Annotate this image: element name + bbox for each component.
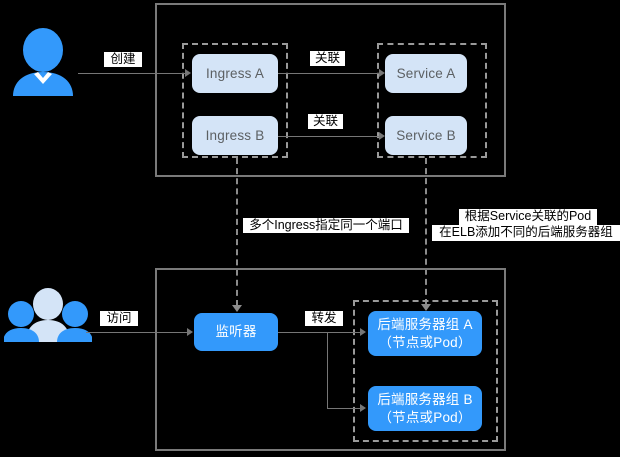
node-ingress-a[interactable]: Ingress A xyxy=(192,54,278,93)
backend-server-group-dashed-group xyxy=(353,300,498,442)
node-ingress-a-label: Ingress A xyxy=(205,65,265,81)
edge-forward-line-b xyxy=(327,408,362,409)
edge-label-elb-note-line2: 在ELB添加不同的后端服务器组 xyxy=(432,225,620,241)
user-group-icon xyxy=(4,288,92,342)
service-dashed-group xyxy=(377,43,487,158)
node-ingress-b-label: Ingress B xyxy=(205,127,265,143)
node-service-b[interactable]: Service B xyxy=(385,116,467,155)
single-user-icon xyxy=(13,28,73,96)
edge-label-same-port: 多个Ingress指定同一个端口 xyxy=(243,218,409,234)
edge-create-arrow xyxy=(185,69,191,77)
edge-service-to-backend-line xyxy=(425,158,427,305)
node-backend-group-b-line2: （节点或Pod） xyxy=(378,409,472,425)
kubernetes-cluster-container xyxy=(155,3,506,177)
edge-access-line xyxy=(86,332,188,333)
edge-label-access: 访问 xyxy=(100,311,138,327)
edge-access-arrow xyxy=(187,328,193,336)
edge-forward-arrow-b xyxy=(360,404,366,412)
edge-associate-a-arrow xyxy=(379,69,385,77)
node-listener[interactable]: 监听器 xyxy=(194,313,278,351)
edge-ingress-to-listener-arrow xyxy=(232,305,242,312)
elb-container xyxy=(155,268,506,451)
node-backend-group-b[interactable]: 后端服务器组 B （节点或Pod） xyxy=(368,386,482,431)
node-service-b-label: Service B xyxy=(396,127,456,143)
edge-associate-b-line xyxy=(278,136,380,137)
edge-ingress-to-listener-line xyxy=(236,158,238,306)
edge-label-create: 创建 xyxy=(104,52,142,68)
node-backend-group-a[interactable]: 后端服务器组 A （节点或Pod） xyxy=(368,311,482,356)
edge-associate-b-arrow xyxy=(379,132,385,140)
node-backend-group-a-line2: （节点或Pod） xyxy=(378,334,472,350)
edge-associate-a-line xyxy=(278,73,380,74)
node-backend-group-a-line1: 后端服务器组 A xyxy=(377,317,473,333)
node-backend-group-b-line1: 后端服务器组 B xyxy=(377,392,473,408)
node-service-a-label: Service A xyxy=(396,65,456,81)
edge-label-elb-note-line1: 根据Service关联的Pod xyxy=(459,209,597,225)
edge-forward-branch-vertical xyxy=(327,332,328,409)
node-service-a[interactable]: Service A xyxy=(385,54,467,93)
edge-label-associate-b: 关联 xyxy=(308,114,343,130)
node-listener-label: 监听器 xyxy=(215,324,257,340)
edge-forward-line-a xyxy=(278,332,362,333)
edge-forward-arrow-a xyxy=(360,328,366,336)
node-ingress-b[interactable]: Ingress B xyxy=(192,116,278,155)
edge-service-to-backend-arrow xyxy=(421,304,431,311)
ingress-dashed-group xyxy=(182,43,288,158)
edge-label-forward: 转发 xyxy=(305,311,343,327)
edge-label-associate-a: 关联 xyxy=(310,51,345,67)
edge-create-line xyxy=(78,73,186,74)
